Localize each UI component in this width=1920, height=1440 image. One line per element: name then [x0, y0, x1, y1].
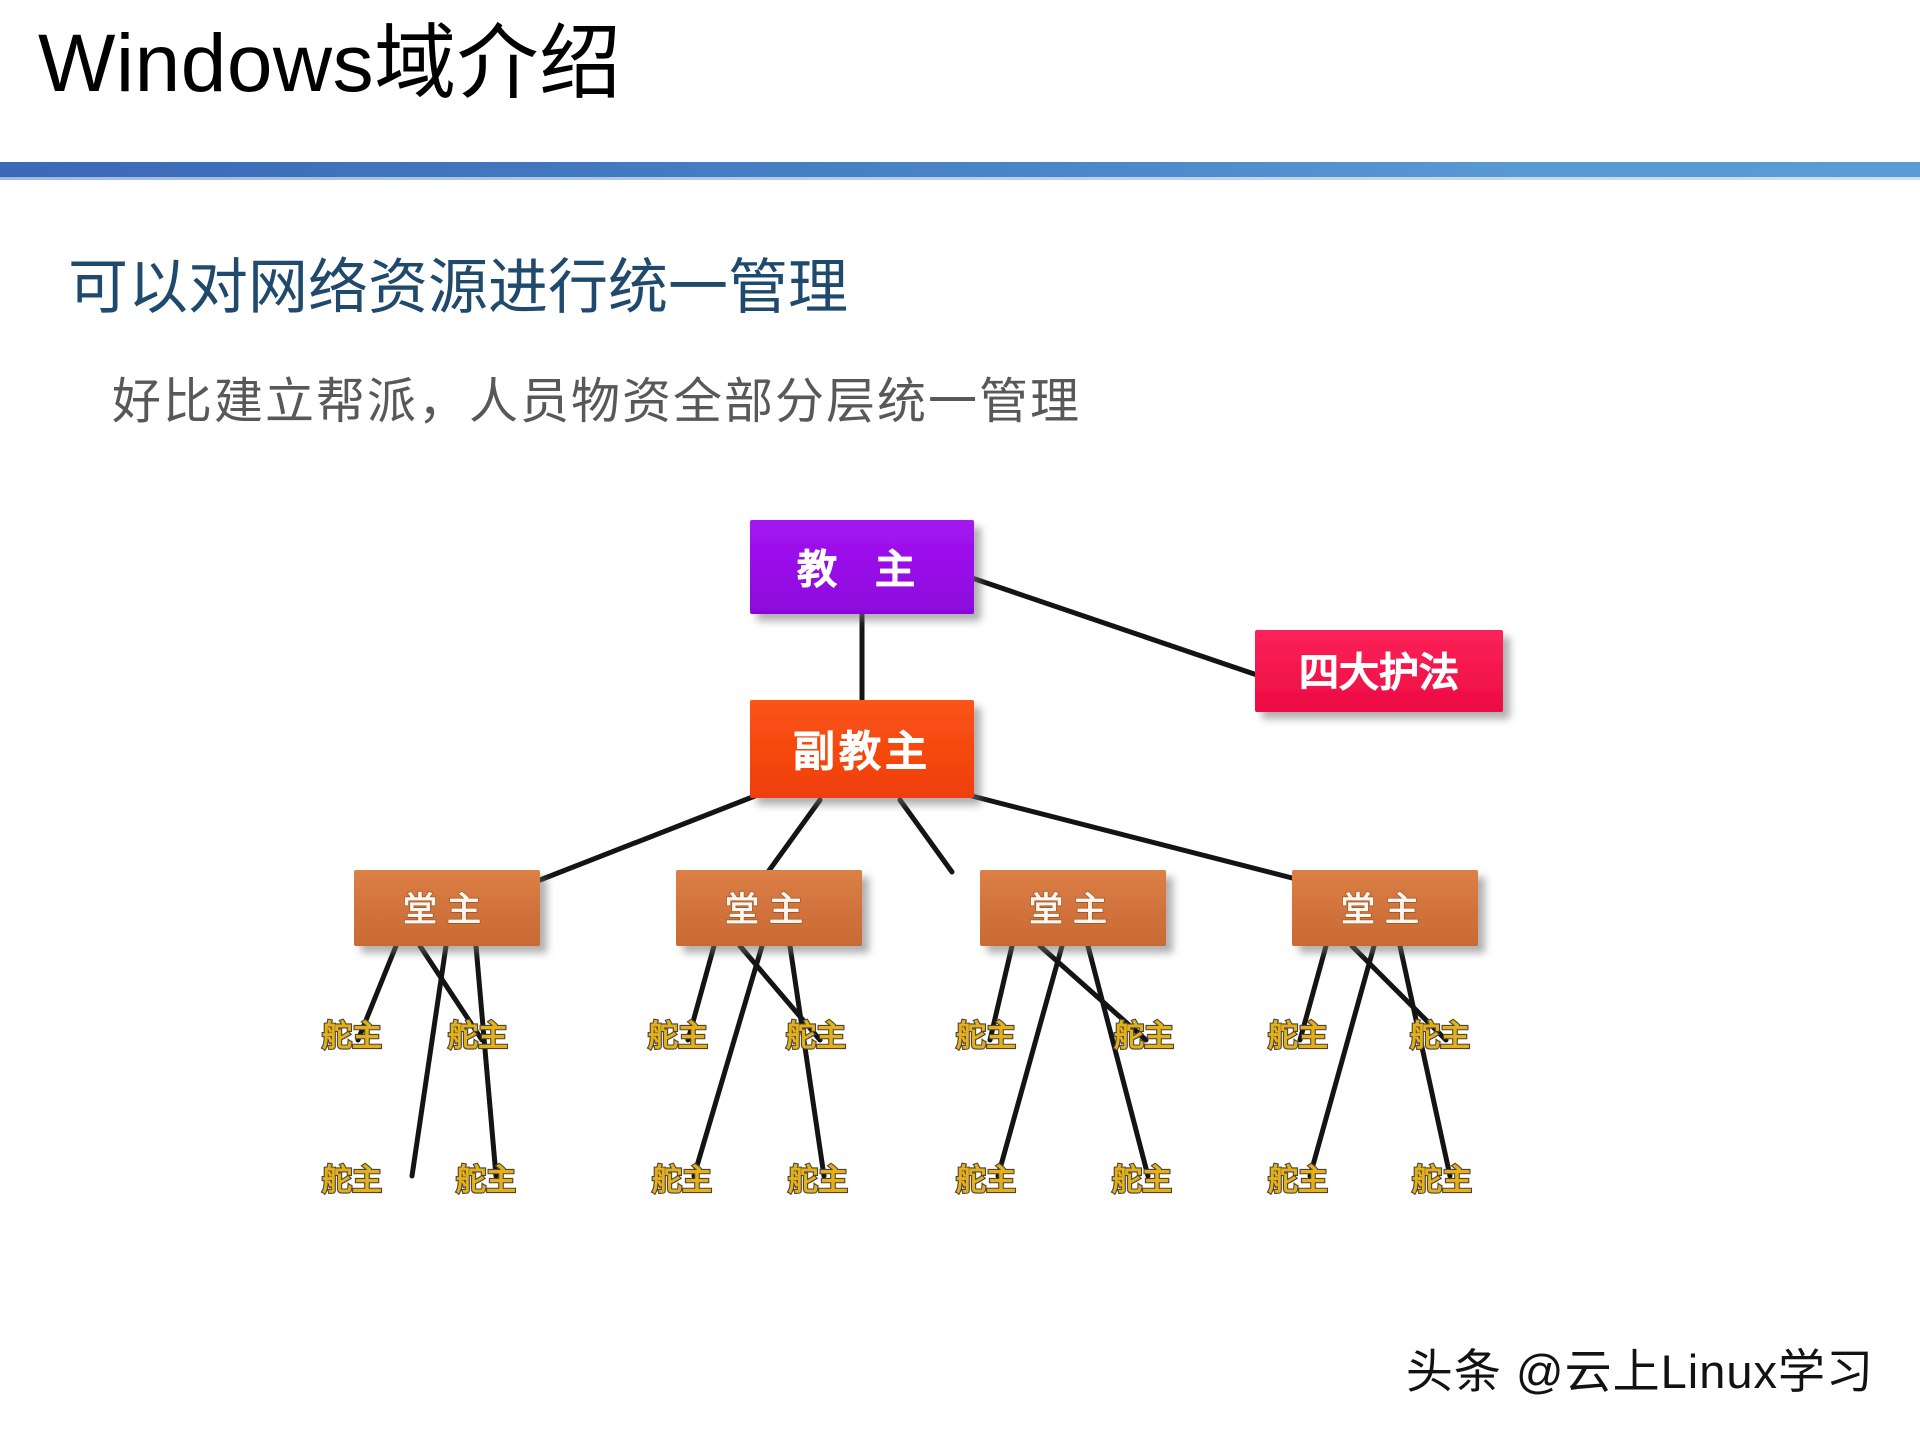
node-leader[interactable]: 教 主	[750, 520, 974, 614]
node-hall-master-2-box	[676, 870, 862, 946]
node-hall-master-1-label: 堂主	[403, 890, 491, 930]
node-hall-master-1-box	[354, 870, 540, 946]
node-hall-master-4[interactable]: 堂主	[1292, 870, 1478, 946]
node-helm-master-3a[interactable]: 舵主	[955, 1018, 1017, 1055]
node-helm-master-1a[interactable]: 舵主	[321, 1018, 383, 1055]
edge-vice-hall4	[969, 793, 1303, 883]
edge-hall2-helm2b	[737, 943, 823, 1043]
edge-hall4-helm4a	[1297, 943, 1329, 1043]
edge-hall1-helm1b	[417, 943, 485, 1043]
node-helm-master-1c[interactable]: 舵主	[321, 1162, 383, 1199]
node-helm-master-2d[interactable]: 舵主	[787, 1162, 849, 1199]
node-helm-master-4d[interactable]: 舵主	[1411, 1162, 1473, 1199]
edge-hall2-helm2d	[787, 943, 827, 1179]
node-hall-master-3-box	[980, 870, 1166, 946]
edge-hall1-helm1a	[355, 943, 399, 1043]
edge-hall1-helm1c	[409, 943, 449, 1179]
edge-vice-hall2	[765, 797, 823, 875]
edge-hall4-helm4d	[1397, 943, 1453, 1179]
node-hall-master-2-label: 堂主	[725, 890, 813, 930]
node-hall-master-3-label: 堂主	[1029, 890, 1117, 930]
page-title: Windows域介绍	[38, 18, 622, 109]
connector-lines	[355, 575, 1453, 1179]
edge-hall3-helm3a	[987, 943, 1015, 1043]
node-helm-master-4c[interactable]: 舵主	[1267, 1162, 1329, 1199]
title-divider-bar	[0, 162, 1920, 177]
section-heading: 可以对网络资源进行统一管理	[68, 254, 848, 321]
hierarchy-diagram-svg: 教 主 四大护法 副教主 堂主 堂主	[321, 520, 1503, 1199]
edge-hall1-helm1d	[473, 943, 499, 1179]
edge-hall2-helm2a	[685, 943, 717, 1043]
node-guardian-label: 四大护法	[1299, 650, 1459, 696]
edge-vice-hall3	[897, 797, 955, 875]
node-hall-master-4-box	[1292, 870, 1478, 946]
node-leader-box	[750, 520, 974, 614]
node-hall-master-1[interactable]: 堂主	[354, 870, 540, 946]
node-vice-leader[interactable]: 副教主	[750, 700, 974, 798]
watermark-text: 头条 @云上Linux学习	[1405, 1345, 1874, 1398]
node-helm-master-3c[interactable]: 舵主	[955, 1162, 1017, 1199]
node-hall-master-4-label: 堂主	[1341, 890, 1429, 930]
hierarchy-diagram: 教 主 四大护法 副教主 堂主 堂主	[300, 500, 1620, 1260]
node-helm-master-2a[interactable]: 舵主	[647, 1018, 709, 1055]
helm-master-labels: 舵主 舵主 舵主 舵主 舵主 舵主 舵主 舵主 舵主 舵主 舵主 舵主 舵主 舵…	[321, 1018, 1473, 1199]
edge-leader-guardian	[969, 575, 1263, 679]
edge-hall3-helm3d	[1085, 943, 1151, 1179]
title-divider-bar-light	[0, 177, 1920, 180]
node-vice-leader-label: 副教主	[793, 727, 931, 776]
edge-vice-hall1	[537, 793, 758, 883]
node-guardian[interactable]: 四大护法	[1255, 630, 1503, 712]
node-hall-master-3[interactable]: 堂主	[980, 870, 1166, 946]
node-helm-master-4b[interactable]: 舵主	[1409, 1018, 1471, 1055]
node-vice-leader-box	[750, 700, 974, 798]
edge-hall4-helm4c	[1307, 943, 1377, 1179]
node-helm-master-3b[interactable]: 舵主	[1113, 1018, 1175, 1055]
node-helm-master-1b[interactable]: 舵主	[447, 1018, 509, 1055]
node-leader-label: 教 主	[797, 547, 927, 593]
node-guardian-box	[1255, 630, 1503, 712]
node-helm-master-2b[interactable]: 舵主	[785, 1018, 847, 1055]
section-subheading: 好比建立帮派，人员物资全部分层统一管理	[112, 375, 1082, 429]
node-helm-master-2c[interactable]: 舵主	[651, 1162, 713, 1199]
node-helm-master-3d[interactable]: 舵主	[1111, 1162, 1173, 1199]
edge-hall3-helm3c	[995, 943, 1065, 1179]
edge-hall2-helm2c	[691, 943, 765, 1179]
node-helm-master-1d[interactable]: 舵主	[455, 1162, 517, 1199]
node-hall-master-2[interactable]: 堂主	[676, 870, 862, 946]
node-helm-master-4a[interactable]: 舵主	[1267, 1018, 1329, 1055]
